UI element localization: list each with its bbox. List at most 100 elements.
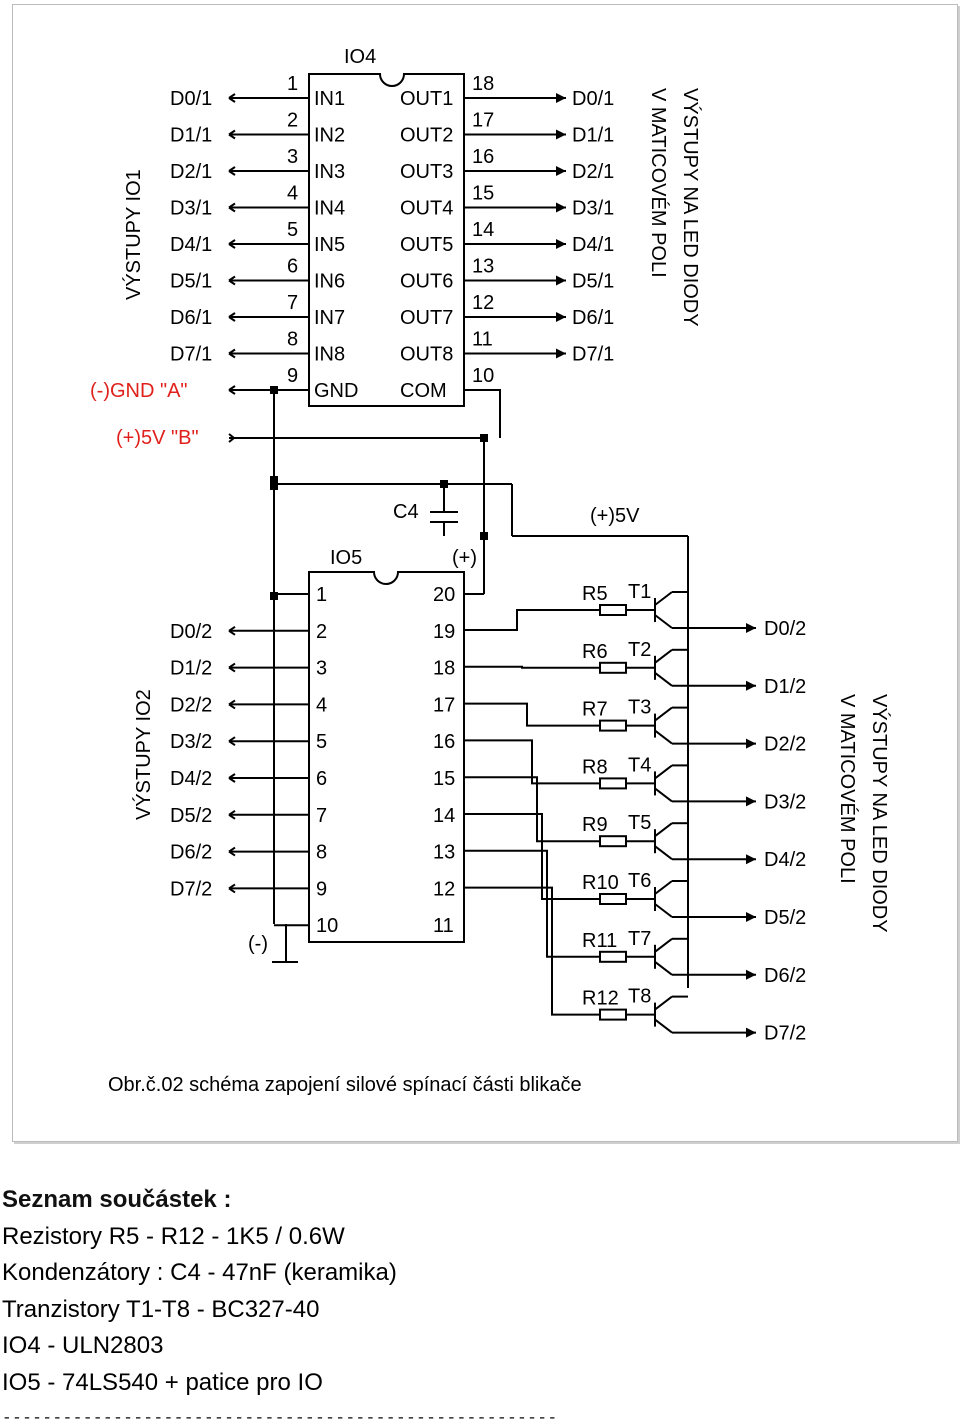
io4-output-signal: D2/1 xyxy=(572,161,614,183)
resistor-label: R12 xyxy=(582,988,619,1010)
io4-input-signal: D2/1 xyxy=(170,161,212,183)
io5-pin-number: 13 xyxy=(433,842,455,864)
io4-left-pins: 1IN1D0/12IN2D1/13IN3D2/14IN4D3/15IN5D4/1… xyxy=(90,73,358,402)
transistor-collector xyxy=(654,614,673,629)
io5-pin-number: 1 xyxy=(316,584,327,606)
io4-pin-number: 9 xyxy=(287,365,298,387)
io4-pin-name: OUT7 xyxy=(400,307,453,329)
io4-pin-name: IN3 xyxy=(314,161,345,183)
io4-output-signal: D1/1 xyxy=(572,125,614,147)
led-output-signal: D6/2 xyxy=(764,965,806,987)
io4-pin-name: IN6 xyxy=(314,271,345,293)
io5-pin-number: 10 xyxy=(316,915,338,937)
transistor-label: T2 xyxy=(628,639,651,661)
io5-minus-label: (-) xyxy=(248,933,268,955)
base-wire xyxy=(464,739,600,785)
io5-pin-number: 17 xyxy=(433,694,455,716)
transistor-collector xyxy=(654,845,673,860)
plus5v-label: (+)5V xyxy=(590,505,640,527)
transistor-emitter xyxy=(654,764,673,780)
io4-pin-number: 18 xyxy=(472,73,494,95)
io4-pin-name: IN1 xyxy=(314,88,345,110)
io5-output-signal: D4/2 xyxy=(170,768,212,790)
io5-pin-number: 20 xyxy=(433,584,455,606)
io4-input-signal: D6/1 xyxy=(170,307,212,329)
io4-input-signal: D1/1 xyxy=(170,125,212,147)
base-wire xyxy=(464,886,600,1016)
io4-pin-name: IN5 xyxy=(314,234,345,256)
io4-pin-number: 13 xyxy=(472,256,494,278)
io5-plus-label: (+) xyxy=(452,547,477,569)
transistor-emitter xyxy=(654,649,673,664)
io4-pin-name: COM xyxy=(400,380,447,402)
led-output-signal: D0/2 xyxy=(764,618,806,640)
io4-pin-number: 3 xyxy=(287,146,298,168)
led-output-signal: D4/2 xyxy=(764,849,806,871)
schematic-diagram: IO4 1IN1D0/12IN2D1/13IN3D2/14IN4D3/15IN5… xyxy=(90,46,891,1096)
io5-pin-number: 11 xyxy=(433,915,454,937)
resistor xyxy=(599,1008,627,1021)
io4-output-signal: D4/1 xyxy=(572,234,614,256)
io4-input-signal: D7/1 xyxy=(170,344,212,366)
io4-pin-number: 15 xyxy=(472,183,494,205)
io5-output-signal: D3/2 xyxy=(170,731,212,753)
io5-output-signal: D0/2 xyxy=(170,621,212,643)
io4-input-signal: D0/1 xyxy=(170,88,212,110)
io5-pin-number: 9 xyxy=(316,878,327,900)
resistor xyxy=(599,661,627,674)
io5-output-signal: D5/2 xyxy=(170,805,212,827)
io4-pin-name: OUT1 xyxy=(400,88,453,110)
io4-pin-name: OUT5 xyxy=(400,234,453,256)
io4-pin-number: 8 xyxy=(287,329,298,351)
vystupy-io1-label: VÝSTUPY IO1 xyxy=(122,169,145,300)
transistor-label: T5 xyxy=(628,812,651,834)
io4-output-signal: D6/1 xyxy=(572,307,614,329)
io5-pin-number: 3 xyxy=(316,658,327,680)
led-output-signal: D7/2 xyxy=(764,1023,806,1045)
base-wire xyxy=(464,776,600,843)
io5-pin-number: 18 xyxy=(433,658,455,680)
base-wire xyxy=(464,849,600,958)
io4-pin-number: 10 xyxy=(472,365,494,387)
io5-pin-number: 19 xyxy=(433,621,455,643)
resistor xyxy=(599,835,627,848)
io4-pin-number: 1 xyxy=(287,73,298,95)
io5-left-pins: 12D0/23D1/24D2/25D3/26D4/27D5/28D6/29D7/… xyxy=(170,584,338,937)
arrow-head xyxy=(746,854,756,865)
node xyxy=(480,434,488,442)
arrow-head xyxy=(556,166,566,176)
transistor-collector xyxy=(654,1018,673,1034)
io5-pin-number: 5 xyxy=(316,731,327,753)
resistor xyxy=(599,604,627,616)
io5-pin-number: 6 xyxy=(316,768,327,790)
arrow-head xyxy=(556,239,566,249)
resistor xyxy=(599,777,627,790)
transistor-collector xyxy=(654,961,673,976)
io4-pin-number: 12 xyxy=(472,292,494,314)
c4-label: C4 xyxy=(393,501,419,523)
resistor-label: R10 xyxy=(582,872,619,894)
resistor-label: R11 xyxy=(582,930,617,952)
transistor-label: T8 xyxy=(628,986,651,1008)
io5-pin-number: 12 xyxy=(433,878,455,900)
io4-output-signal: D3/1 xyxy=(572,198,614,220)
vystupy-led-1-line2: V MATICOVÉM POLI xyxy=(647,88,670,278)
io5-pin-number: 4 xyxy=(316,694,327,716)
transistor-emitter xyxy=(654,995,673,1011)
io4-pin-name: IN8 xyxy=(314,344,345,366)
io4-output-signal: D7/1 xyxy=(572,344,614,366)
arrow-head xyxy=(556,93,566,103)
io4-pin-number: 4 xyxy=(287,183,298,205)
parts-list: Seznam součástek : Rezistory R5 - R12 - … xyxy=(2,1182,558,1428)
led-output-signal: D2/2 xyxy=(764,734,806,756)
arrow-head xyxy=(556,312,566,322)
io4-pin-name: IN2 xyxy=(314,125,345,147)
transistor-label: T1 xyxy=(628,581,651,603)
led-output-signal: D1/2 xyxy=(764,676,806,698)
